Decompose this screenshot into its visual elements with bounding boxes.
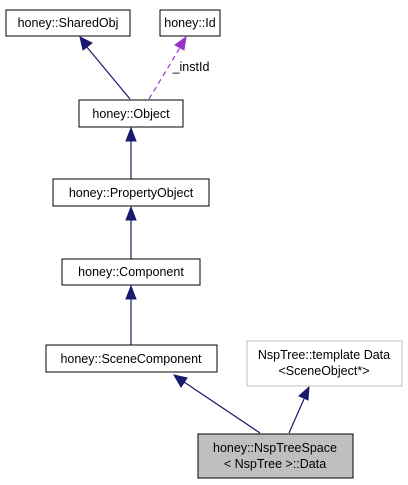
node-template-data-line2: <SceneObject*> <box>278 364 369 378</box>
edge-scenecomponent-to-component <box>125 284 137 345</box>
edge-current-to-templatedata <box>288 385 310 434</box>
edge-object-to-id <box>148 35 187 100</box>
edge-component-to-propertyobject <box>125 205 137 259</box>
inst-id-edge-label: _instId <box>172 60 210 74</box>
node-shared-obj-label: honey::SharedObj <box>18 16 119 30</box>
node-scene-component-label: honey::SceneComponent <box>60 352 202 366</box>
node-object[interactable]: honey::Object <box>78 99 184 128</box>
node-object-label: honey::Object <box>92 107 170 121</box>
node-current-line2: < NspTree >::Data <box>224 457 326 471</box>
edge-current-to-scenecomponent <box>172 374 261 434</box>
node-current-nsp-tree-space-data: honey::NspTreeSpace < NspTree >::Data <box>197 433 354 479</box>
node-template-data[interactable]: NspTree::template Data <SceneObject*> <box>246 340 403 387</box>
node-id-label: honey::Id <box>164 16 215 30</box>
node-scene-component[interactable]: honey::SceneComponent <box>45 344 218 373</box>
node-component-label: honey::Component <box>78 265 184 279</box>
node-property-object[interactable]: honey::PropertyObject <box>52 178 210 207</box>
node-property-object-label: honey::PropertyObject <box>69 186 194 200</box>
edge-object-to-sharedobj <box>79 36 131 100</box>
node-shared-obj[interactable]: honey::SharedObj <box>5 9 131 37</box>
node-component[interactable]: honey::Component <box>61 258 201 286</box>
node-current-line1: honey::NspTreeSpace <box>213 441 337 455</box>
edge-propertyobject-to-object <box>125 126 137 179</box>
node-id[interactable]: honey::Id <box>159 9 221 37</box>
node-template-data-line1: NspTree::template Data <box>258 348 390 362</box>
